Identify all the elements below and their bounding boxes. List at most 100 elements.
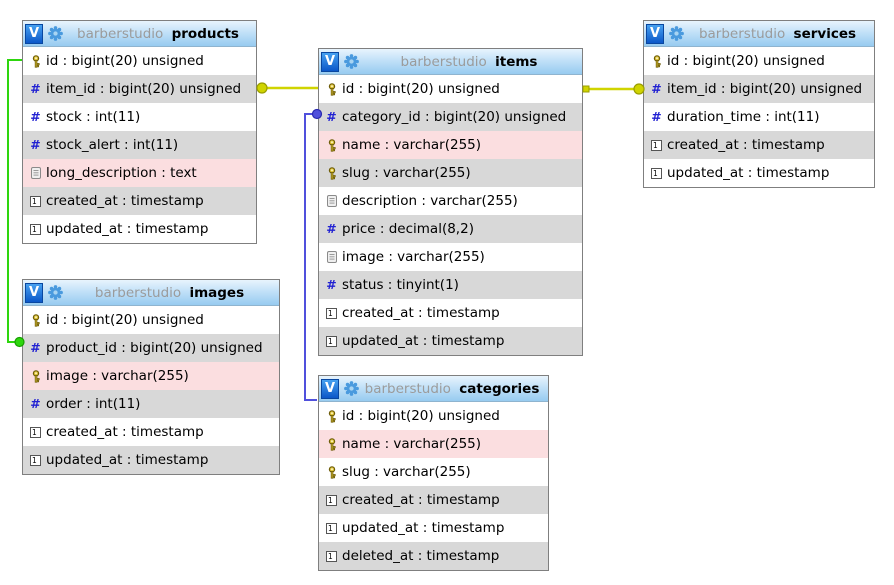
- column-definition: name : varchar(255): [342, 137, 482, 153]
- table-column-row[interactable]: 1 created_at : timestamp: [319, 486, 548, 514]
- table-column-row[interactable]: 1 created_at : timestamp: [644, 131, 874, 159]
- primary-key-icon: [323, 139, 340, 152]
- column-definition: stock_alert : int(11): [46, 137, 179, 153]
- numeric-icon: #: [30, 108, 41, 124]
- view-badge-icon: V: [321, 378, 339, 399]
- table-column-row[interactable]: slug : varchar(255): [319, 159, 582, 187]
- column-definition: updated_at : timestamp: [342, 333, 505, 349]
- table-column-row[interactable]: id : bigint(20) unsigned: [23, 47, 256, 75]
- column-definition: updated_at : timestamp: [46, 452, 209, 468]
- primary-key-icon: [27, 55, 44, 68]
- table-options-gear-icon[interactable]: [344, 381, 359, 396]
- column-definition: category_id : bigint(20) unsigned: [342, 109, 567, 125]
- column-definition: id : bigint(20) unsigned: [342, 81, 500, 97]
- table-column-row[interactable]: 1 deleted_at : timestamp: [319, 542, 548, 570]
- table-column-row[interactable]: 1 updated_at : timestamp: [23, 446, 279, 474]
- table-column-row[interactable]: slug : varchar(255): [319, 458, 548, 486]
- timestamp-icon: 1: [648, 139, 665, 151]
- table-options-gear-icon[interactable]: [344, 54, 359, 69]
- column-definition: status : tinyint(1): [342, 277, 459, 293]
- primary-key-icon: [648, 55, 665, 68]
- table-column-row[interactable]: # item_id : bigint(20) unsigned: [23, 75, 256, 103]
- table-column-row[interactable]: 1 updated_at : timestamp: [319, 514, 548, 542]
- table-column-row[interactable]: # stock_alert : int(11): [23, 131, 256, 159]
- relation-source-square: [582, 85, 590, 93]
- table-column-row[interactable]: id : bigint(20) unsigned: [23, 306, 279, 334]
- numeric-icon: #: [30, 339, 41, 355]
- column-definition: created_at : timestamp: [342, 305, 500, 321]
- table-column-row[interactable]: description : varchar(255): [319, 187, 582, 215]
- db-table-services[interactable]: V barberstudio services id : bigint(20) …: [643, 20, 875, 188]
- primary-key-icon: [323, 466, 340, 479]
- view-badge-icon: V: [646, 23, 664, 44]
- table-title: barberstudio products: [63, 26, 253, 42]
- view-badge-icon: V: [321, 51, 339, 72]
- numeric-icon: #: [326, 276, 337, 292]
- table-header[interactable]: V barberstudio categories: [319, 376, 548, 402]
- primary-key-icon: [323, 438, 340, 451]
- table-column-row[interactable]: long_description : text: [23, 159, 256, 187]
- primary-key-icon: [323, 83, 340, 96]
- timestamp-icon: 1: [27, 195, 44, 207]
- numeric-icon: #: [326, 220, 337, 236]
- table-column-row[interactable]: 1 updated_at : timestamp: [319, 327, 582, 355]
- table-column-row[interactable]: id : bigint(20) unsigned: [319, 402, 548, 430]
- table-column-row[interactable]: id : bigint(20) unsigned: [644, 47, 874, 75]
- column-definition: created_at : timestamp: [46, 193, 204, 209]
- table-column-row[interactable]: # product_id : bigint(20) unsigned: [23, 334, 279, 362]
- column-definition: item_id : bigint(20) unsigned: [667, 81, 863, 97]
- table-column-row[interactable]: name : varchar(255): [319, 430, 548, 458]
- numeric-icon: #: [651, 108, 662, 124]
- timestamp-icon: 1: [27, 223, 44, 235]
- table-title: barberstudio items: [359, 54, 579, 70]
- timestamp-icon: 1: [27, 426, 44, 438]
- table-header[interactable]: V barberstudio images: [23, 280, 279, 306]
- table-column-row[interactable]: 1 updated_at : timestamp: [644, 159, 874, 187]
- timestamp-icon: 1: [323, 307, 340, 319]
- column-definition: duration_time : int(11): [667, 109, 820, 125]
- table-column-row[interactable]: 1 created_at : timestamp: [23, 418, 279, 446]
- table-column-row[interactable]: # price : decimal(8,2): [319, 215, 582, 243]
- table-column-row[interactable]: # status : tinyint(1): [319, 271, 582, 299]
- numeric-icon: #: [30, 80, 41, 96]
- numeric-icon: #: [30, 136, 41, 152]
- timestamp-icon: 1: [323, 494, 340, 506]
- table-name: products: [171, 25, 239, 42]
- table-column-row[interactable]: 1 created_at : timestamp: [319, 299, 582, 327]
- column-definition: created_at : timestamp: [342, 492, 500, 508]
- timestamp-icon: 1: [323, 550, 340, 562]
- numeric-icon: #: [326, 108, 337, 124]
- primary-key-icon: [27, 314, 44, 327]
- table-column-row[interactable]: # stock : int(11): [23, 103, 256, 131]
- table-column-row[interactable]: image : varchar(255): [319, 243, 582, 271]
- table-column-row[interactable]: # duration_time : int(11): [644, 103, 874, 131]
- db-table-items[interactable]: V barberstudio items id : bigint(20) uns…: [318, 48, 583, 356]
- table-header[interactable]: V barberstudio products: [23, 21, 256, 47]
- text-icon: [27, 167, 44, 179]
- column-definition: updated_at : timestamp: [342, 520, 505, 536]
- table-options-gear-icon[interactable]: [669, 26, 684, 41]
- column-definition: deleted_at : timestamp: [342, 548, 500, 564]
- table-header[interactable]: V barberstudio services: [644, 21, 874, 47]
- view-badge-icon: V: [25, 23, 43, 44]
- db-table-images[interactable]: V barberstudio images id : bigint(20) un…: [22, 279, 280, 475]
- table-header[interactable]: V barberstudio items: [319, 49, 582, 75]
- table-column-row[interactable]: name : varchar(255): [319, 131, 582, 159]
- column-definition: id : bigint(20) unsigned: [667, 53, 825, 69]
- schema-name: barberstudio: [364, 380, 456, 397]
- db-table-products[interactable]: V barberstudio products id : bigint(20) …: [22, 20, 257, 244]
- table-options-gear-icon[interactable]: [48, 26, 63, 41]
- relation-line: [7, 59, 22, 343]
- table-column-row[interactable]: 1 updated_at : timestamp: [23, 215, 256, 243]
- table-column-row[interactable]: # item_id : bigint(20) unsigned: [644, 75, 874, 103]
- table-column-row[interactable]: 1 created_at : timestamp: [23, 187, 256, 215]
- timestamp-icon: 1: [323, 335, 340, 347]
- table-column-row[interactable]: image : varchar(255): [23, 362, 279, 390]
- table-name: items: [495, 53, 538, 70]
- table-column-row[interactable]: id : bigint(20) unsigned: [319, 75, 582, 103]
- table-options-gear-icon[interactable]: [48, 285, 63, 300]
- table-column-row[interactable]: # order : int(11): [23, 390, 279, 418]
- table-column-row[interactable]: # category_id : bigint(20) unsigned: [319, 103, 582, 131]
- db-table-categories[interactable]: V barberstudio categories id : bigint(20…: [318, 375, 549, 571]
